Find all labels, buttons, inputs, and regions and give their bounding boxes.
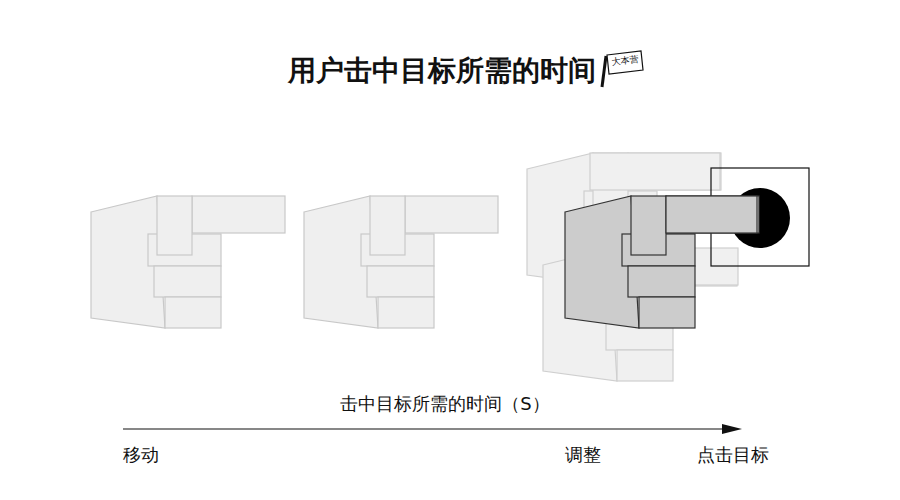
flag	[607, 51, 643, 74]
axis-label: 击中目标所需的时间（S）	[340, 393, 549, 415]
axis-arrowhead	[722, 424, 742, 434]
time-axis	[123, 428, 726, 429]
finger	[666, 196, 757, 233]
phase-label: 调整	[565, 444, 601, 466]
phase-label: 移动	[123, 444, 159, 466]
hand-ghost	[91, 196, 498, 328]
flag-pole	[602, 56, 606, 87]
hand-main	[565, 196, 759, 328]
phase-label: 点击目标	[697, 444, 769, 466]
title: 用户击中目标所需的时间	[288, 54, 596, 88]
